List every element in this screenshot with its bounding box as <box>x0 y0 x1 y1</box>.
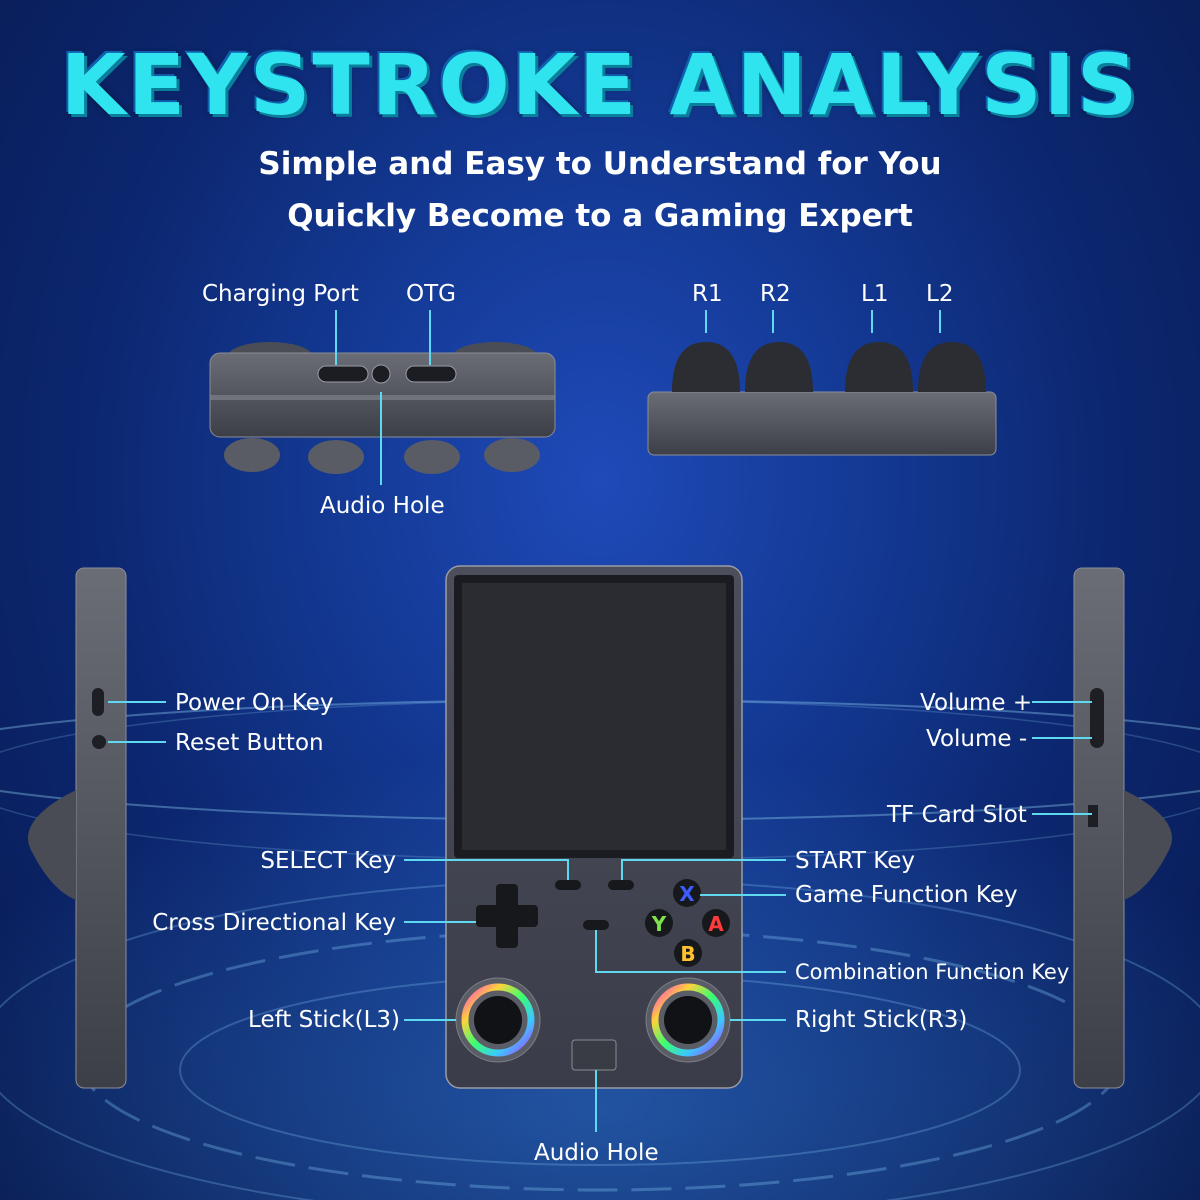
label-left-stick: Left Stick(L3) <box>248 1007 400 1033</box>
label-right-stick: Right Stick(R3) <box>795 1007 968 1033</box>
label-reset-button: Reset Button <box>175 730 324 756</box>
label-bottom-audio-hole: Audio Hole <box>534 1140 659 1166</box>
button-y-label: Y <box>651 912 667 936</box>
button-a-label: A <box>708 912 724 936</box>
label-top-audio-hole: Audio Hole <box>320 493 445 519</box>
label-start-key: START Key <box>795 848 915 874</box>
front-device <box>445 565 743 1089</box>
label-l1: L1 <box>861 281 889 307</box>
left-stick <box>455 977 541 1063</box>
label-r1: R1 <box>692 281 723 307</box>
face-buttons <box>645 879 730 967</box>
right-stick <box>645 977 731 1063</box>
button-b-label: B <box>680 942 695 966</box>
label-tf-card-slot: TF Card Slot <box>887 802 1027 828</box>
label-power-key: Power On Key <box>175 690 334 716</box>
label-l2: L2 <box>926 281 954 307</box>
label-combination-function-key: Combination Function Key <box>795 960 1070 984</box>
label-otg: OTG <box>406 281 456 307</box>
label-select-key: SELECT Key <box>260 848 396 874</box>
label-volume-down: Volume - <box>926 726 1028 752</box>
page-title: KEYSTROKE ANALYSIS <box>60 36 1140 134</box>
subtitle-line-1: Simple and Easy to Understand for You <box>258 146 942 182</box>
top-view-device <box>209 342 556 474</box>
label-game-function-key: Game Function Key <box>795 882 1018 908</box>
label-cross-directional-key: Cross Directional Key <box>152 910 396 936</box>
button-x-label: X <box>679 882 695 906</box>
label-charging-port: Charging Port <box>202 281 359 307</box>
shoulder-view-device <box>647 342 997 456</box>
label-volume-up: Volume + <box>920 690 1033 716</box>
leader-lines <box>108 310 1092 1132</box>
left-side-device <box>28 567 127 1089</box>
label-r2: R2 <box>760 281 791 307</box>
subtitle-line-2: Quickly Become to a Gaming Expert <box>287 198 913 234</box>
right-side-device <box>1073 567 1172 1089</box>
cross-directional-key <box>476 884 538 948</box>
